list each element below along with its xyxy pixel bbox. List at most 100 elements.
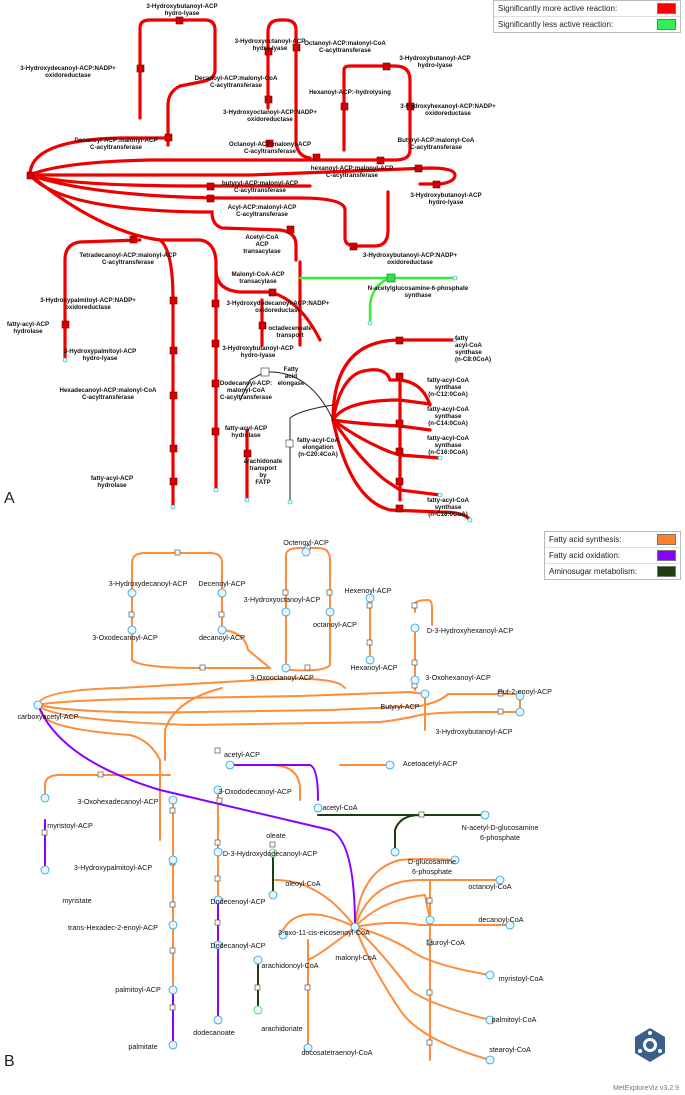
panel-a-tag: A [4, 490, 15, 507]
metabolite-label: oleoyl-CoA [285, 879, 320, 888]
metabolite-label: oleate [266, 831, 286, 840]
reaction-label-line: 3-Hydroxydodecanoyl-ACP:NADP+ [227, 300, 330, 307]
legend-label: Significantly less active reaction: [498, 20, 614, 29]
reaction-label-line: 3-Hydroxyoctanoyl-ACP [235, 38, 306, 45]
reaction-label-line: synthase [405, 292, 432, 299]
reaction-label-line: acyl-CoA [455, 342, 482, 349]
reaction-label-line: fatty-acyl-ACP [91, 475, 133, 482]
reaction-label-line: fatty-acyl-CoA [427, 377, 469, 384]
reaction-label-line: C-acyltransferase [236, 211, 288, 218]
reaction-label: 3-Hydroxybutanoyl-ACP:NADP+oxidoreductas… [363, 252, 458, 266]
metexploreviz-logo [635, 1028, 665, 1062]
reaction-label-line: hydro-lyase [165, 10, 200, 17]
metabolite-label: Octenoyl-ACP [283, 538, 329, 547]
reaction-label-line: Butyryl-ACP:malonyl-CoA [398, 137, 475, 144]
reaction-label-line: C-acyltransferase [326, 172, 378, 179]
metabolite-label: Dodecanoyl-ACP [210, 941, 265, 950]
reaction-label-line: hydrolase [97, 482, 127, 489]
reaction-label-line: Acetyl-CoA [245, 234, 279, 241]
reaction-label-line: 3-Hydroxybutanoyl-ACP [222, 345, 293, 352]
reaction-label-line: C-acyltransferase [82, 394, 134, 401]
reaction-label-line: Dodecanoyl-ACP: [220, 380, 272, 387]
legend-label: Aminosugar metabolism: [549, 567, 638, 576]
reaction-label-line: oxidoreductase [65, 304, 111, 311]
reaction-label-line: C-acyltransferase [220, 394, 272, 401]
reaction-label-line: C-acyltransferase [319, 47, 371, 54]
metabolite-label: acetyl-ACP [224, 750, 260, 759]
metabolite-label: docosatetraenoyl-CoA [301, 1048, 372, 1057]
legend-label: Fatty acid oxidation: [549, 551, 621, 560]
metabolite-label: Hexenoyl-ACP [344, 586, 391, 595]
metabolite-label: 3-Oxohexanoyl-ACP [425, 673, 491, 682]
reaction-label-line: fatty [455, 335, 469, 342]
metabolite-label: Acetoacetyl-ACP [403, 759, 458, 768]
panel-a-metabolite-dots [62, 275, 473, 523]
panel-b-metabolite-circles [33, 547, 525, 1065]
metabolite-label: 3-Oxodecanoyl-ACP [92, 633, 158, 642]
reaction-label-line: 3-Hydroxybutanoyl-ACP [410, 192, 481, 199]
legend-swatch-dark-green [657, 566, 676, 577]
reaction-label-line: Acyl-ACP:malonyl-ACP [228, 204, 297, 211]
reaction-label-line: 3-Hydroxybutanoyl-ACP [146, 3, 217, 10]
metabolite-label: Butyryl-ACP [380, 702, 419, 711]
reaction-label: 3-Hydroxydecanoyl-ACP:NADP+oxidoreductas… [20, 65, 116, 79]
reaction-label-line: Decanoyl-ACP:malonyl-ACP [74, 137, 157, 144]
reaction-label-line: arachidonate [244, 458, 283, 465]
reaction-label-line: hexanoyl-ACP:malonyl-ACP [311, 165, 394, 172]
metabolite-label: 3-Oxohexadecanoyl-ACP [77, 797, 158, 806]
reaction-label-line: Octanoyl-ACP:malonyl-ACP [229, 141, 311, 148]
reaction-label-line: fatty-acyl-CoA [297, 437, 339, 444]
reaction-label-line: octadecenoate [268, 325, 312, 332]
reaction-label-line: oxidoreductase [45, 72, 91, 79]
reaction-label-line: N-acetylglucosamine-6-phosphate [368, 285, 469, 292]
metabolite-label: 3-Hydroxyoctanoyl-ACP [244, 595, 321, 604]
metabolite-label: 3-Hydroxydecanoyl-ACP [109, 579, 188, 588]
panel-a-special-nodes [260, 273, 396, 448]
metabolite-label: 3-Hydroxypalmitoyl-ACP [74, 863, 152, 872]
reaction-label-line: fatty-acyl-ACP [225, 425, 267, 432]
reaction-label-line: 3-Hydroxybutanoyl-ACP [399, 55, 470, 62]
reaction-label-line: (n-C12:0CoA) [428, 391, 468, 398]
reaction-label-line: C-acyltransferase [102, 259, 154, 266]
legend-swatch-green [657, 19, 676, 30]
metabolite-label: Decenoyl-ACP [198, 579, 245, 588]
reaction-label-line: elongation [302, 444, 333, 451]
reaction-label-line: fatty-acyl-CoA [427, 406, 469, 413]
metabolite-label: arachidonoyl-CoA [261, 961, 318, 970]
reaction-label-line: 3-Hydroxydecanoyl-ACP:NADP+ [20, 65, 116, 72]
reaction-label-line: Hexadecanoyl-ACP:malonyl-CoA [60, 387, 157, 394]
metabolite-label: palmitate [128, 1042, 157, 1051]
metabolite-label: Dodecenoyl-ACP [210, 897, 265, 906]
legend-row-less-active: Significantly less active reaction: [494, 17, 680, 32]
metabolite-label: Hexanoyl-ACP [350, 663, 397, 672]
footer-version: MetExploreViz v3.2.9 [612, 1085, 679, 1092]
metabolite-label: carboxyacetyl-ACP [17, 712, 78, 721]
reaction-label-line: transacylase [239, 278, 277, 285]
legend-label: Significantly more active reaction: [498, 4, 618, 13]
reaction-label-line: transport [276, 332, 303, 339]
reaction-label-line: 3-Hydroxyoctanoyl-ACP:NADP+ [223, 109, 317, 116]
legend-panel-b: Fatty acid synthesis: Fatty acid oxidati… [544, 531, 681, 580]
legend-swatch-orange [657, 534, 676, 545]
reaction-label-line: synthase [435, 413, 462, 420]
reaction-label-line: 3-Hydroxyhexanoyl-ACP:NADP+ [400, 103, 496, 110]
reaction-label-line: (n-C16:0CoA) [428, 449, 468, 456]
reaction-label-line: Fatty [284, 366, 299, 373]
reaction-label-line: transport [249, 465, 276, 472]
reaction-label-line: synthase [435, 442, 462, 449]
